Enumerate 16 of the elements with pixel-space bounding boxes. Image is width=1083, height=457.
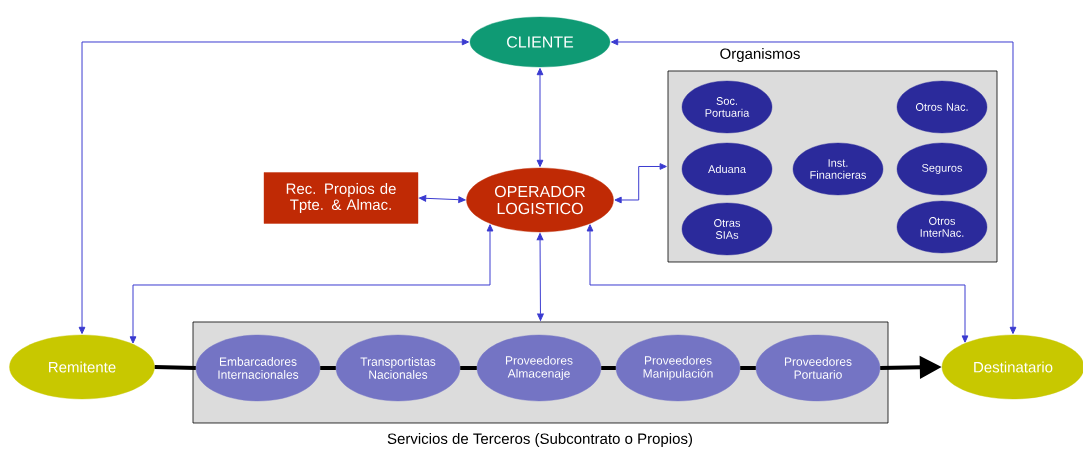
flow-line bbox=[460, 366, 477, 370]
arrow bbox=[586, 224, 969, 343]
panel-heading: Servicios de Terceros (Subcontrato o Propios) bbox=[387, 433, 692, 447]
resource-box: Rec. Propios de Tpte. & Almac. bbox=[263, 172, 419, 224]
arrow bbox=[536, 232, 544, 321]
flow-line bbox=[740, 366, 756, 370]
flow-line bbox=[601, 366, 616, 370]
arrow bbox=[129, 224, 494, 344]
panel-heading: Organismos bbox=[720, 48, 800, 62]
arrow bbox=[614, 163, 667, 204]
flow-line bbox=[320, 366, 336, 370]
arrow bbox=[78, 38, 470, 335]
arrow bbox=[536, 67, 544, 168]
arrow bbox=[418, 194, 466, 204]
arrow bbox=[610, 38, 1017, 335]
flow-line bbox=[154, 365, 196, 370]
